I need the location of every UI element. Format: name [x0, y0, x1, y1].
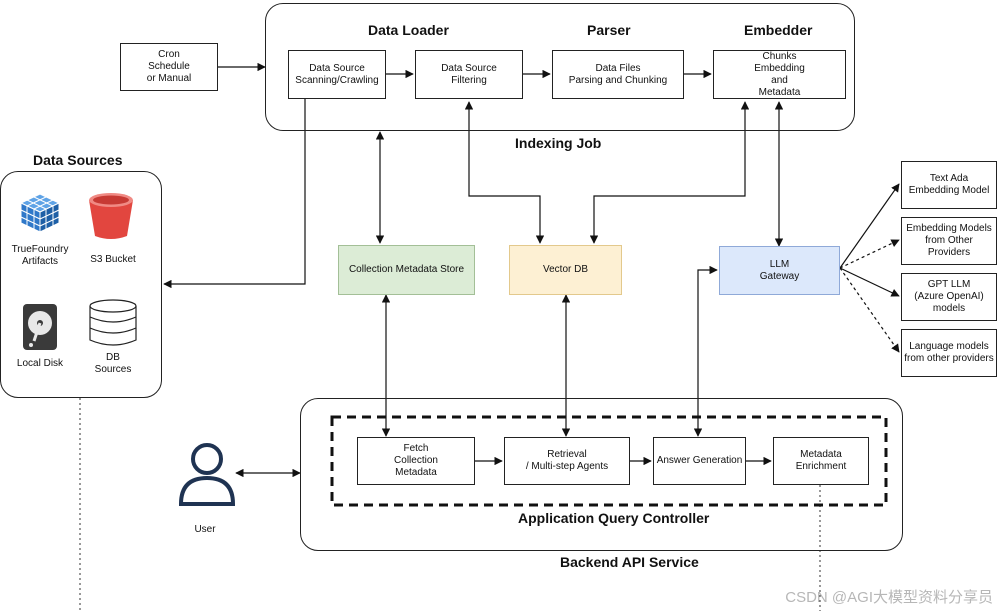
cron-trigger-box: Cron Schedule or Manual	[120, 43, 218, 91]
csdn-watermark: CSDN @AGI大模型资料分享员	[785, 589, 993, 606]
data-loader-header: Data Loader	[368, 22, 449, 38]
backend-api-service-container	[300, 398, 903, 551]
collection-metadata-store-box: Collection Metadata Store	[338, 245, 475, 295]
parser-header: Parser	[587, 22, 631, 38]
embedder-header: Embedder	[744, 22, 813, 38]
backend-api-service-title: Backend API Service	[560, 554, 699, 570]
fetch-collection-metadata-box: Fetch Collection Metadata	[357, 437, 475, 485]
truefoundry-cube-icon	[19, 193, 61, 233]
truefoundry-artifacts-label: TrueFoundry Artifacts	[11, 244, 69, 267]
controller-frame	[330, 415, 888, 507]
indexing-job-title: Indexing Job	[515, 135, 602, 151]
gpt-llm-box: GPT LLM (Azure OpenAI) models	[901, 273, 997, 321]
embedding-other-providers-box: Embedding Models from Other Providers	[901, 217, 997, 265]
local-disk-icon	[23, 304, 57, 350]
data-sources-title: Data Sources	[33, 152, 123, 168]
db-sources-label: DB Sources	[94, 352, 132, 375]
s3-bucket-icon	[89, 193, 133, 239]
data-source-filtering-box: Data Source Filtering	[415, 50, 523, 99]
retrieval-agents-box: Retrieval / Multi-step Agents	[504, 437, 630, 485]
answer-generation-box: Answer Generation	[653, 437, 746, 485]
vector-db-box: Vector DB	[509, 245, 622, 295]
text-ada-model-box: Text Ada Embedding Model	[901, 161, 997, 209]
user-icon	[178, 443, 236, 506]
language-other-providers-box: Language models from other providers	[901, 329, 997, 377]
s3-bucket-label: S3 Bucket	[90, 254, 136, 265]
application-query-controller-title: Application Query Controller	[518, 510, 710, 526]
llm-gateway-box: LLM Gateway	[719, 246, 840, 295]
user-label: User	[194, 524, 216, 535]
chunks-embedding-box: Chunks Embedding and Metadata	[713, 50, 846, 99]
db-cylinder-icon	[89, 299, 137, 346]
indexing-job-container	[265, 3, 855, 131]
data-files-parsing-box: Data Files Parsing and Chunking	[552, 50, 684, 99]
data-sources-container	[0, 171, 162, 398]
data-source-scanning-box: Data Source Scanning/Crawling	[288, 50, 386, 99]
local-disk-label: Local Disk	[16, 358, 64, 369]
metadata-enrichment-box: Metadata Enrichment	[773, 437, 869, 485]
